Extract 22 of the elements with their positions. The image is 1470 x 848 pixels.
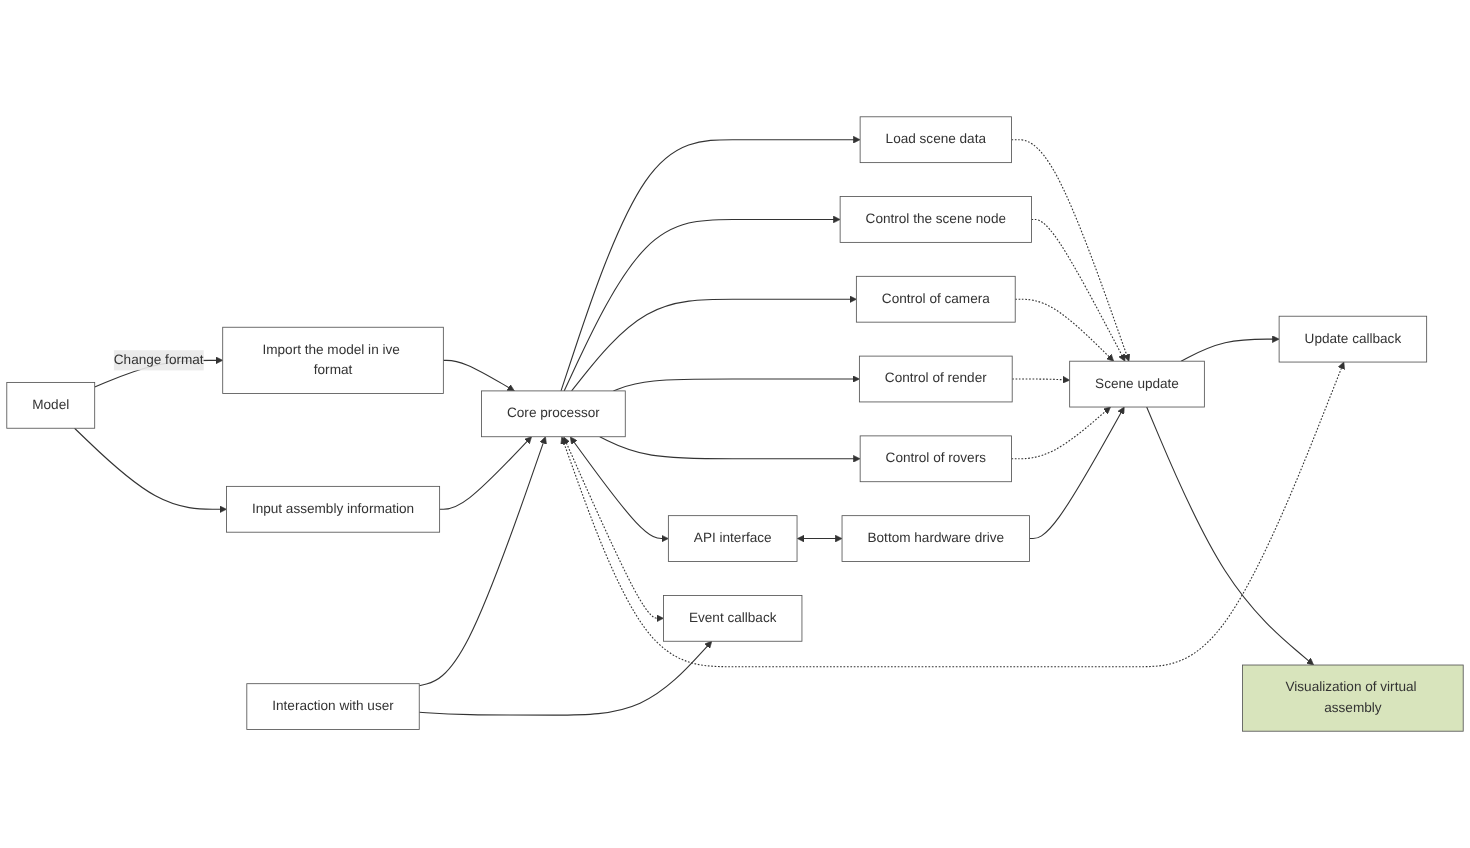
arrow bbox=[418, 436, 547, 687]
arrow bbox=[570, 436, 669, 543]
arrow bbox=[563, 215, 841, 392]
arrow bbox=[599, 436, 861, 463]
arrow bbox=[1029, 406, 1125, 540]
arrow bbox=[74, 427, 227, 513]
arrow bbox=[571, 295, 857, 392]
arrow bbox=[1030, 218, 1126, 362]
arrow bbox=[442, 359, 515, 392]
arrow bbox=[560, 135, 861, 392]
arrow bbox=[1010, 406, 1111, 460]
arrow bbox=[1010, 139, 1131, 362]
arrow bbox=[612, 375, 860, 392]
arrow bbox=[563, 436, 664, 623]
arrow bbox=[1014, 298, 1114, 362]
arrow bbox=[797, 534, 843, 543]
arrow bbox=[560, 361, 1345, 668]
arrow bbox=[418, 640, 713, 716]
arrow bbox=[1180, 335, 1280, 362]
arrow bbox=[1146, 406, 1314, 666]
arrow bbox=[1011, 376, 1070, 384]
arrow bbox=[439, 436, 532, 510]
